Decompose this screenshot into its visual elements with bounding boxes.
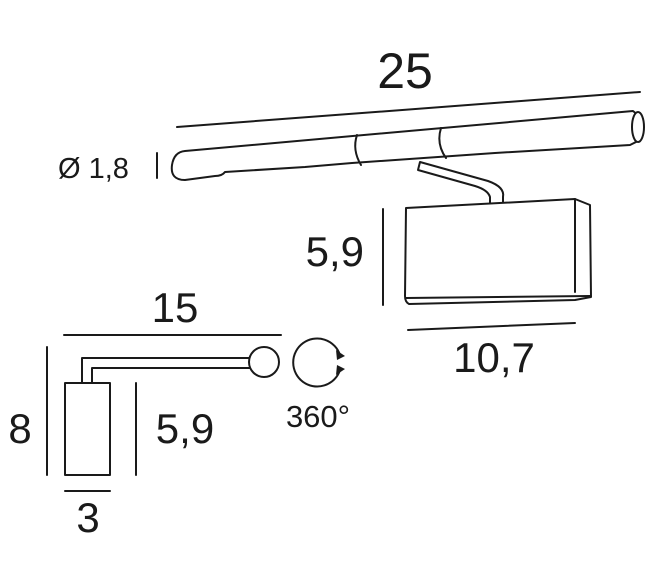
head-width-dimension-line — [407, 322, 576, 331]
tube-joint-left — [354, 134, 362, 166]
pivot-joint — [248, 346, 280, 378]
side-head-height-label: 5,9 — [156, 405, 214, 452]
total-length-label: 25 — [377, 43, 433, 99]
tube-end-cap — [631, 111, 645, 143]
head-bottom-edge — [405, 295, 591, 299]
tube-joint-right — [438, 127, 447, 159]
side-arm-outer — [81, 357, 251, 384]
rotate-360-icon — [292, 337, 345, 388]
side-view: 15 8 5,9 3 360° — [8, 284, 350, 541]
arm-length-label: 15 — [152, 284, 199, 331]
mounting-arm — [417, 161, 505, 207]
side-head — [64, 382, 111, 476]
total-height-label: 8 — [8, 405, 31, 452]
rotation-label: 360° — [286, 399, 350, 434]
light-head — [404, 198, 592, 305]
front-view: 25 Ø 1,8 5,9 10,7 — [58, 43, 645, 381]
side-arm-inner — [91, 367, 251, 384]
total-length-dimension-line — [176, 91, 641, 128]
tube-diameter-label: Ø 1,8 — [58, 153, 129, 185]
head-height-label: 5,9 — [306, 228, 364, 275]
head-depth-label: 3 — [76, 494, 99, 541]
head-width-label: 10,7 — [453, 334, 535, 381]
